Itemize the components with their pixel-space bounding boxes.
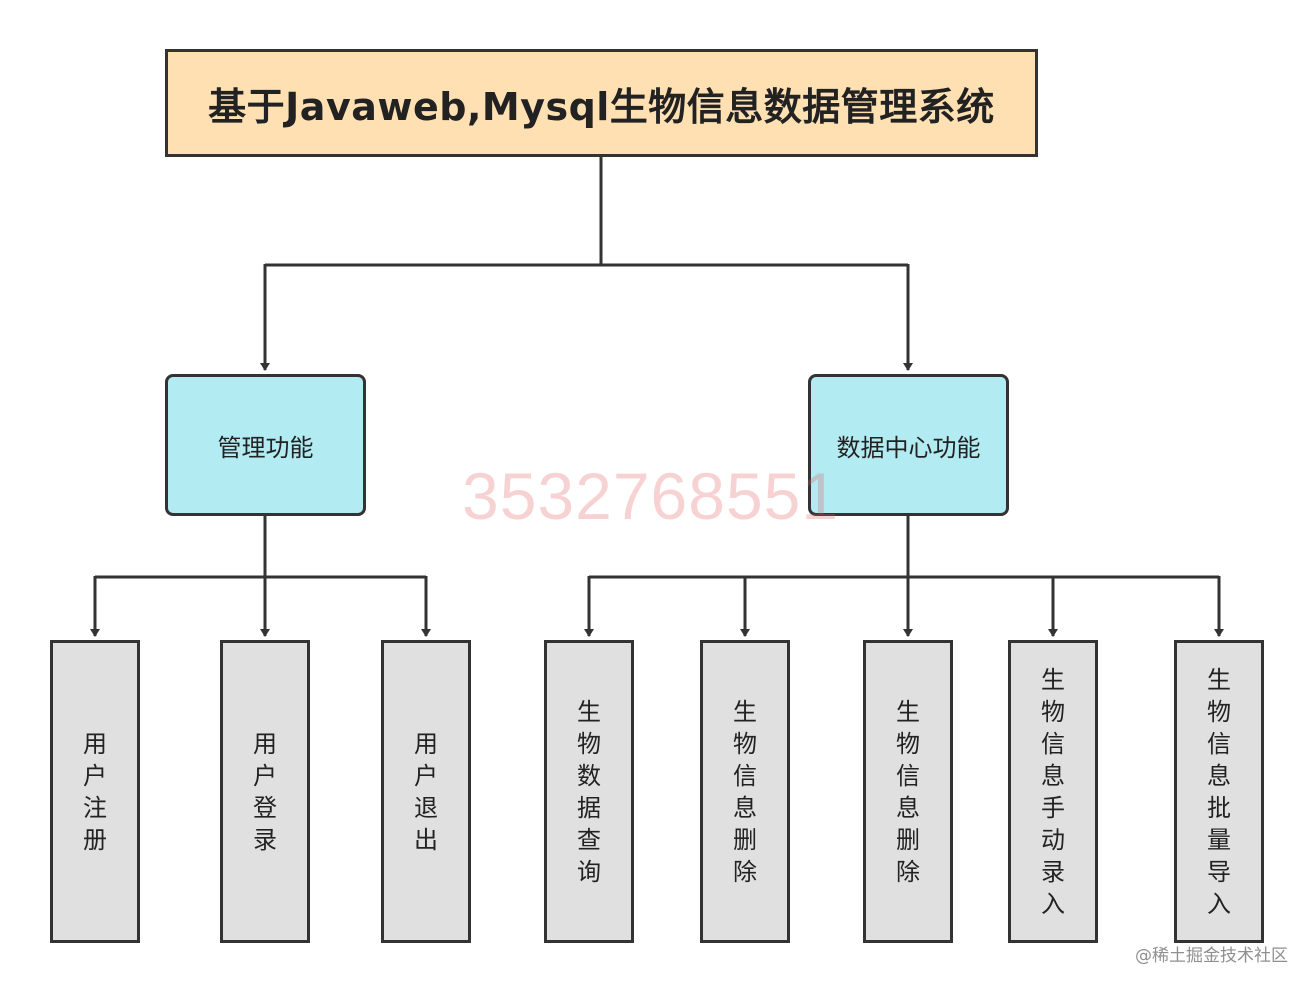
- leaf-label: 生物信息批量导入: [1207, 665, 1231, 918]
- leaf-node-user-register: 用户注册: [50, 640, 140, 943]
- leaf-label: 生物信息手动录入: [1041, 665, 1065, 918]
- leaf-node-user-login: 用户登录: [220, 640, 310, 943]
- leaf-label: 用户退出: [414, 729, 438, 854]
- leaf-label: 用户登录: [253, 729, 277, 854]
- leaf-node-batch-import: 生物信息批量导入: [1174, 640, 1264, 943]
- diagram-title: 基于Javaweb,Mysql生物信息数据管理系统: [208, 84, 995, 129]
- number-watermark: 3532768551: [462, 459, 840, 533]
- title-node: 基于Javaweb,Mysql生物信息数据管理系统: [165, 49, 1038, 157]
- leaf-label: 用户注册: [83, 729, 107, 854]
- leaf-node-data-query: 生物数据查询: [544, 640, 634, 943]
- branch-label-manage: 管理功能: [217, 433, 314, 462]
- branch-label-data-center: 数据中心功能: [836, 433, 981, 462]
- branch-node-data-center: 数据中心功能: [808, 374, 1009, 516]
- leaf-label: 生物数据查询: [577, 697, 601, 886]
- leaf-node-info-delete-a: 生物信息删除: [700, 640, 790, 943]
- leaf-node-user-logout: 用户退出: [381, 640, 471, 943]
- leaf-label: 生物信息删除: [896, 697, 920, 886]
- leaf-label: 生物信息删除: [733, 697, 757, 886]
- leaf-node-manual-entry: 生物信息手动录入: [1008, 640, 1098, 943]
- leaf-node-info-delete-b: 生物信息删除: [863, 640, 953, 943]
- source-credit: @稀土掘金技术社区: [1135, 946, 1288, 966]
- branch-node-manage: 管理功能: [165, 374, 366, 516]
